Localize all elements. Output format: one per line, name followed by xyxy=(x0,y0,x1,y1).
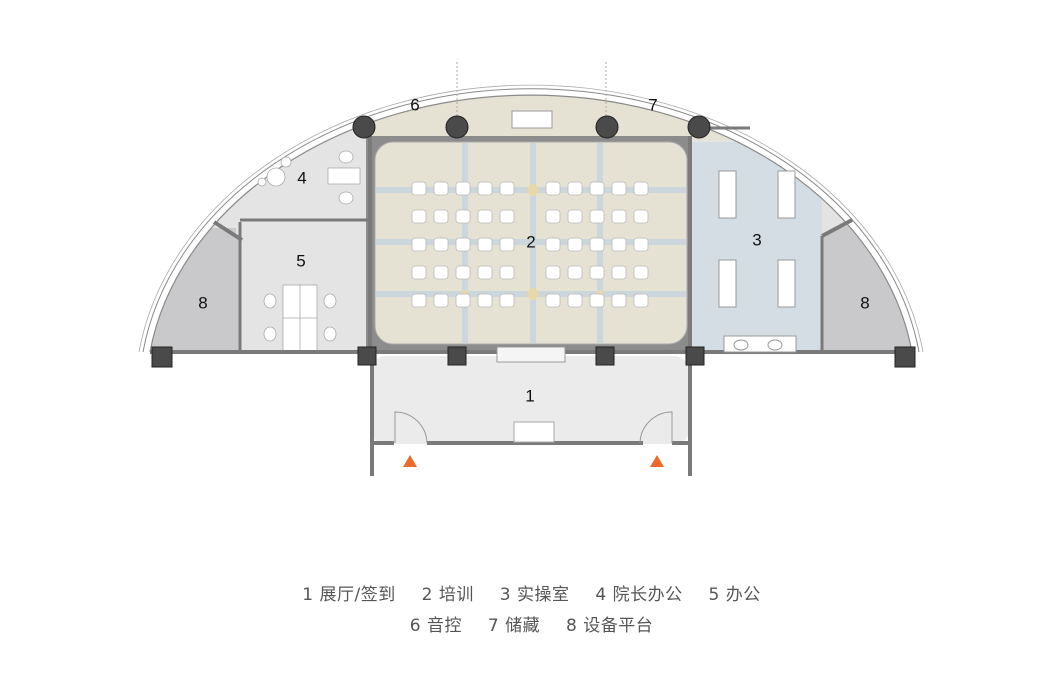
floor-plan: 1 2 3 4 5 6 7 8 8 xyxy=(138,62,924,476)
room-1 xyxy=(370,356,692,476)
legend-row-2: 6 音控 7 储藏 8 设备平台 xyxy=(0,611,1063,642)
room-label-2: 2 xyxy=(526,232,535,251)
room-label-8-left: 8 xyxy=(198,293,207,312)
room-label-5: 5 xyxy=(296,251,305,270)
legend-item: 5 办公 xyxy=(708,585,761,605)
room-labels: 1 2 3 4 5 6 7 8 8 xyxy=(198,95,869,405)
legend-item: 1 展厅/签到 xyxy=(302,585,396,605)
office-4-furniture xyxy=(257,150,361,205)
legend-item: 2 培训 xyxy=(421,585,474,605)
room-label-6: 6 xyxy=(410,95,419,114)
legend: 1 展厅/签到 2 培训 3 实操室 4 院长办公 5 办公 6 音控 7 储藏… xyxy=(0,580,1063,642)
entrance-markers xyxy=(403,455,664,467)
office-5-desks xyxy=(263,284,337,352)
legend-item: 8 设备平台 xyxy=(566,616,654,636)
entrance-arrow-icon xyxy=(403,455,417,467)
room-label-3: 3 xyxy=(752,230,761,249)
entrance-arrow-icon xyxy=(650,455,664,467)
curtain-wall xyxy=(138,84,924,353)
room-4 xyxy=(240,110,370,220)
seating-grid xyxy=(411,181,649,308)
room-label-7: 7 xyxy=(648,95,657,114)
legend-item: 4 院长办公 xyxy=(595,585,683,605)
legend-item: 7 储藏 xyxy=(487,616,541,636)
legend-item: 3 实操室 xyxy=(499,585,570,605)
room-label-1: 1 xyxy=(525,386,534,405)
room-label-8-right: 8 xyxy=(860,293,869,312)
legend-row-1: 1 展厅/签到 2 培训 3 实操室 4 院长办公 5 办公 xyxy=(0,580,1063,611)
practice-tables xyxy=(718,170,797,353)
room-label-4: 4 xyxy=(297,168,306,187)
room-2 xyxy=(366,136,692,352)
legend-item: 6 音控 xyxy=(409,616,462,636)
main-door xyxy=(496,346,566,363)
columns xyxy=(151,115,916,368)
control-desk xyxy=(511,110,553,129)
